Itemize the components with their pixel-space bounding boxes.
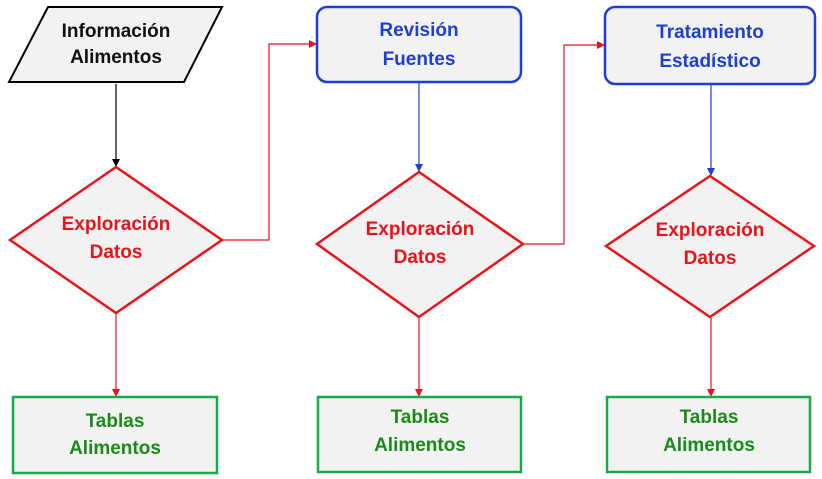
decision-label-line1: Exploración [62, 214, 171, 235]
connector-exploracion2-to-tratamiento [523, 41, 605, 245]
decision-label-line1: Exploración [656, 220, 765, 241]
connector-exploracion1-to-revision [222, 40, 317, 241]
node-label-line1: Tratamiento [656, 22, 764, 43]
node-label-line1: Tablas [86, 411, 145, 432]
node-label-line1: Información [62, 21, 171, 42]
node-label-line1: Tablas [391, 407, 450, 428]
decision-label-line1: Exploración [366, 219, 475, 240]
decision-label-line2: Datos [394, 247, 447, 268]
decision-exploracion-datos-2: Exploración Datos [314, 170, 526, 319]
node-label-line2: Alimentos [70, 47, 162, 68]
node-tablas-alimentos-1: Tablas Alimentos [11, 395, 219, 475]
decision-label-line2: Datos [90, 242, 143, 263]
node-tablas-alimentos-3: Tablas Alimentos [605, 395, 812, 474]
node-informacion-alimentos: Información Alimentos [7, 6, 224, 83]
decision-exploracion-datos-1: Exploración Datos [7, 165, 225, 315]
node-label-line1: Revisión [379, 20, 458, 41]
node-label-line2: Fuentes [383, 49, 456, 70]
node-tablas-alimentos-2: Tablas Alimentos [316, 395, 523, 474]
node-label-line2: Alimentos [374, 435, 466, 456]
node-label-line2: Alimentos [69, 438, 161, 459]
node-label-line2: Alimentos [663, 435, 755, 456]
node-revision-fuentes: Revisión Fuentes [315, 5, 523, 84]
node-label-line1: Tablas [680, 407, 739, 428]
node-label-line2: Estadístico [659, 51, 760, 72]
decision-label-line2: Datos [684, 248, 737, 269]
decision-exploracion-datos-3: Exploración Datos [603, 174, 817, 319]
node-tratamiento-estadistico: Tratamiento Estadístico [603, 5, 817, 86]
